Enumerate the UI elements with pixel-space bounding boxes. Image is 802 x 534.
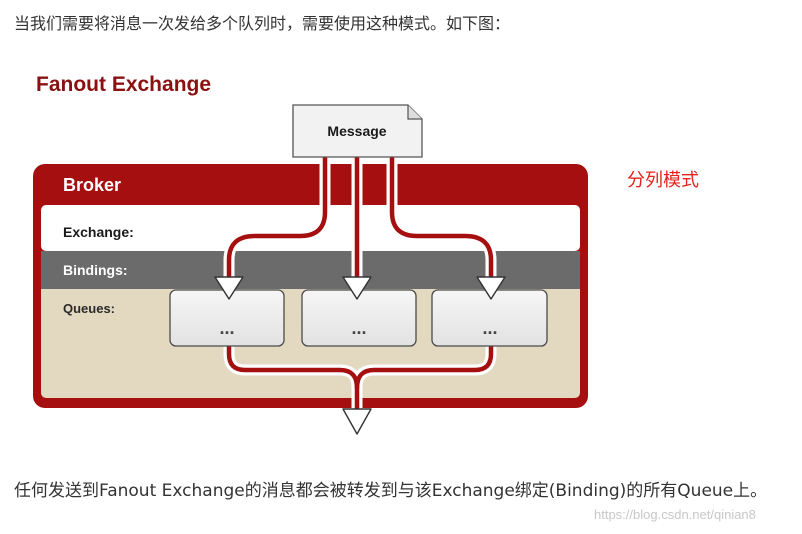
arrow-icon xyxy=(476,276,506,300)
queue-box-3: ... xyxy=(431,289,548,347)
bindings-label: Bindings: xyxy=(63,262,128,278)
diagram-title: Fanout Exchange xyxy=(36,73,212,96)
side-note: 分列模式 xyxy=(627,170,699,191)
queue-box-2: ... xyxy=(301,289,417,347)
intro-text: 当我们需要将消息一次发给多个队列时，需要使用这种模式。如下图： xyxy=(14,14,511,33)
queue-arrowheads xyxy=(214,276,506,300)
exchange-label: Exchange: xyxy=(63,224,134,240)
queue-3-label: ... xyxy=(482,318,497,338)
arrow-icon xyxy=(342,276,372,300)
route-line-queue-1 xyxy=(226,154,328,279)
queues-label: Queues: xyxy=(63,301,115,316)
queue-1-label: ... xyxy=(219,318,234,338)
broker-label: Broker xyxy=(63,175,121,195)
outro-text: 任何发送到Fanout Exchange的消息都会被转发到与该Exchange绑… xyxy=(14,481,768,501)
queue-2-label: ... xyxy=(351,318,366,338)
consumer-line-right xyxy=(354,343,494,391)
message-label: Message xyxy=(327,123,386,139)
arrow-icon xyxy=(214,276,244,300)
route-line-queue-3 xyxy=(389,154,494,279)
routing-lines xyxy=(223,151,497,414)
watermark: https://blog.csdn.net/qinian8 xyxy=(594,507,756,522)
output-arrow-icon xyxy=(342,408,372,435)
queue-box-1: ... xyxy=(169,289,285,347)
message-box: Message xyxy=(292,104,423,158)
